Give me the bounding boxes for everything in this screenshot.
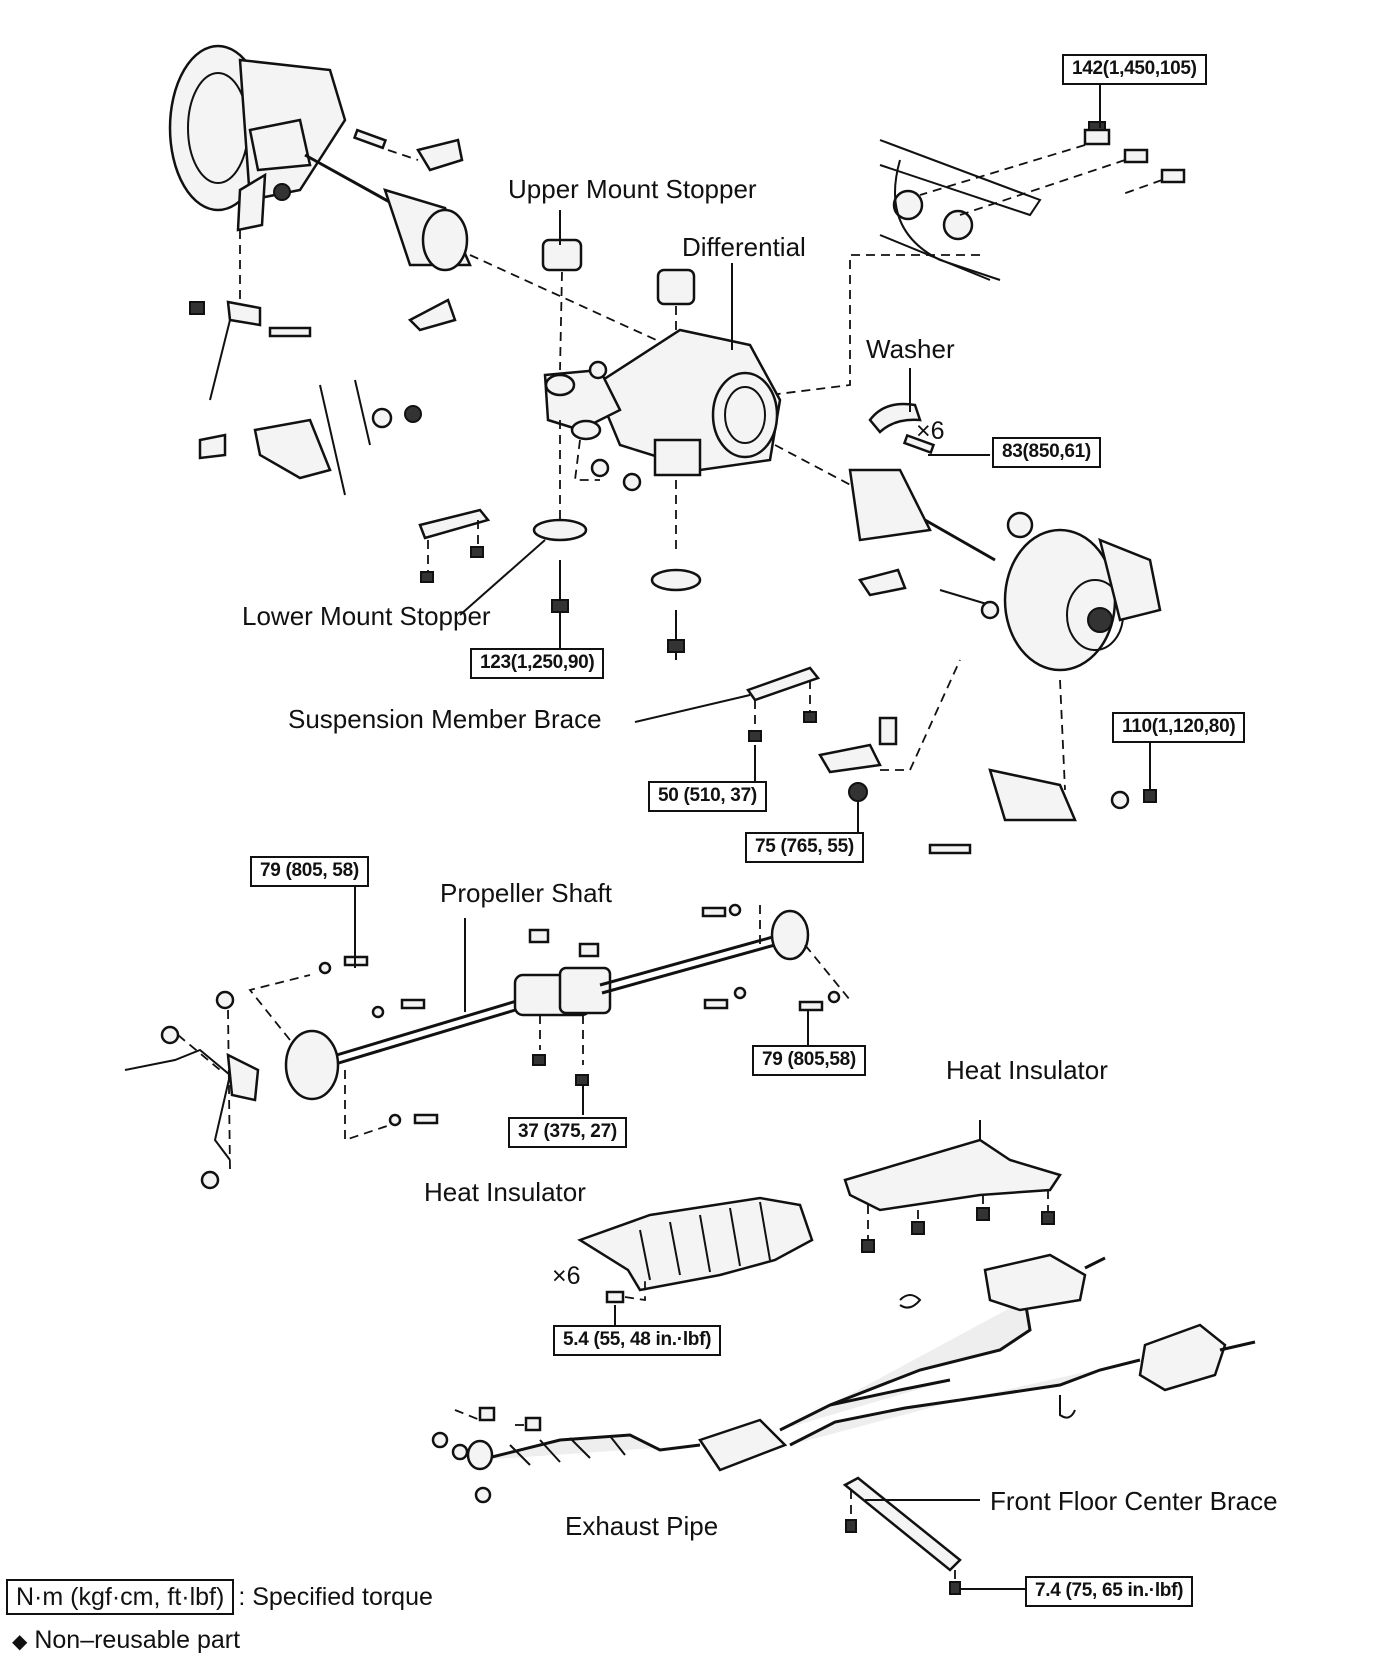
- left-drive-shaft: [248, 118, 472, 272]
- differential-assembly: [541, 238, 782, 492]
- torque-7-4: 7.4 (75, 65 in.·lbf): [1025, 1576, 1194, 1607]
- torque-110: 110(1,120,80): [1112, 712, 1246, 743]
- legend-torque: N·m (kgf·cm, ft·lbf): Specified torque: [6, 1579, 433, 1615]
- lower-mount-parts: [418, 420, 702, 660]
- left-hub-bolts: [189, 128, 464, 496]
- multiplier-washer-bolts: ×6: [916, 417, 945, 445]
- washer-part: [868, 402, 936, 455]
- suspension-member-brace-part: [746, 666, 821, 785]
- label-propeller-shaft: Propeller Shaft: [440, 878, 612, 908]
- heat-insulator-right-part: [843, 1120, 1062, 1253]
- torque-37: 37 (375, 27): [508, 1117, 627, 1148]
- label-heat-insulator-center: Heat Insulator: [424, 1177, 586, 1207]
- torque-50: 50 (510, 37): [648, 781, 767, 812]
- label-heat-insulator-right: Heat Insulator: [946, 1055, 1108, 1085]
- torque-75: 75 (765, 55): [745, 832, 864, 863]
- legend-nonreusable: ◆ Non–reusable part: [12, 1626, 240, 1655]
- label-suspension-member-brace: Suspension Member Brace: [288, 704, 602, 734]
- label-exhaust-pipe: Exhaust Pipe: [565, 1511, 719, 1541]
- legend-torque-text: : Specified torque: [238, 1583, 433, 1611]
- label-washer: Washer: [866, 334, 955, 364]
- propeller-shaft-bolts: [248, 885, 851, 1142]
- torque-5-4: 5.4 (55, 48 in.·lbf): [553, 1325, 722, 1356]
- torque-79-right: 79 (805,58): [752, 1045, 866, 1076]
- label-upper-mount-stopper: Upper Mount Stopper: [508, 174, 757, 204]
- torque-123: 123(1,250,90): [470, 648, 605, 679]
- exhaust-system-part: [431, 1253, 1256, 1504]
- body-frame: [879, 139, 1042, 281]
- torque-142: 142(1,450,105): [1062, 54, 1207, 85]
- front-floor-center-brace-part: [842, 1476, 1025, 1595]
- torque-79-left: 79 (805, 58): [250, 856, 369, 887]
- transmission-end: [124, 990, 260, 1190]
- label-lower-mount-stopper: Lower Mount Stopper: [242, 601, 491, 631]
- label-front-floor-center-brace: Front Floor Center Brace: [990, 1486, 1278, 1516]
- legend-nonreusable-text: Non–reusable part: [34, 1626, 241, 1654]
- multiplier-insulator-bolts: ×6: [552, 1262, 581, 1290]
- legend-torque-box: N·m (kgf·cm, ft·lbf): [6, 1579, 235, 1615]
- label-differential: Differential: [682, 232, 806, 262]
- torque-83: 83(850,61): [992, 437, 1101, 468]
- lateral-link: [818, 659, 1157, 855]
- nonreusable-diamond-icon: ◆: [12, 1631, 28, 1653]
- upper-mount-bolts: [769, 121, 1186, 396]
- heat-insulator-center-part: [577, 1196, 814, 1325]
- propeller-shaft-part: [284, 909, 810, 1115]
- right-drive-shaft: [774, 444, 1162, 672]
